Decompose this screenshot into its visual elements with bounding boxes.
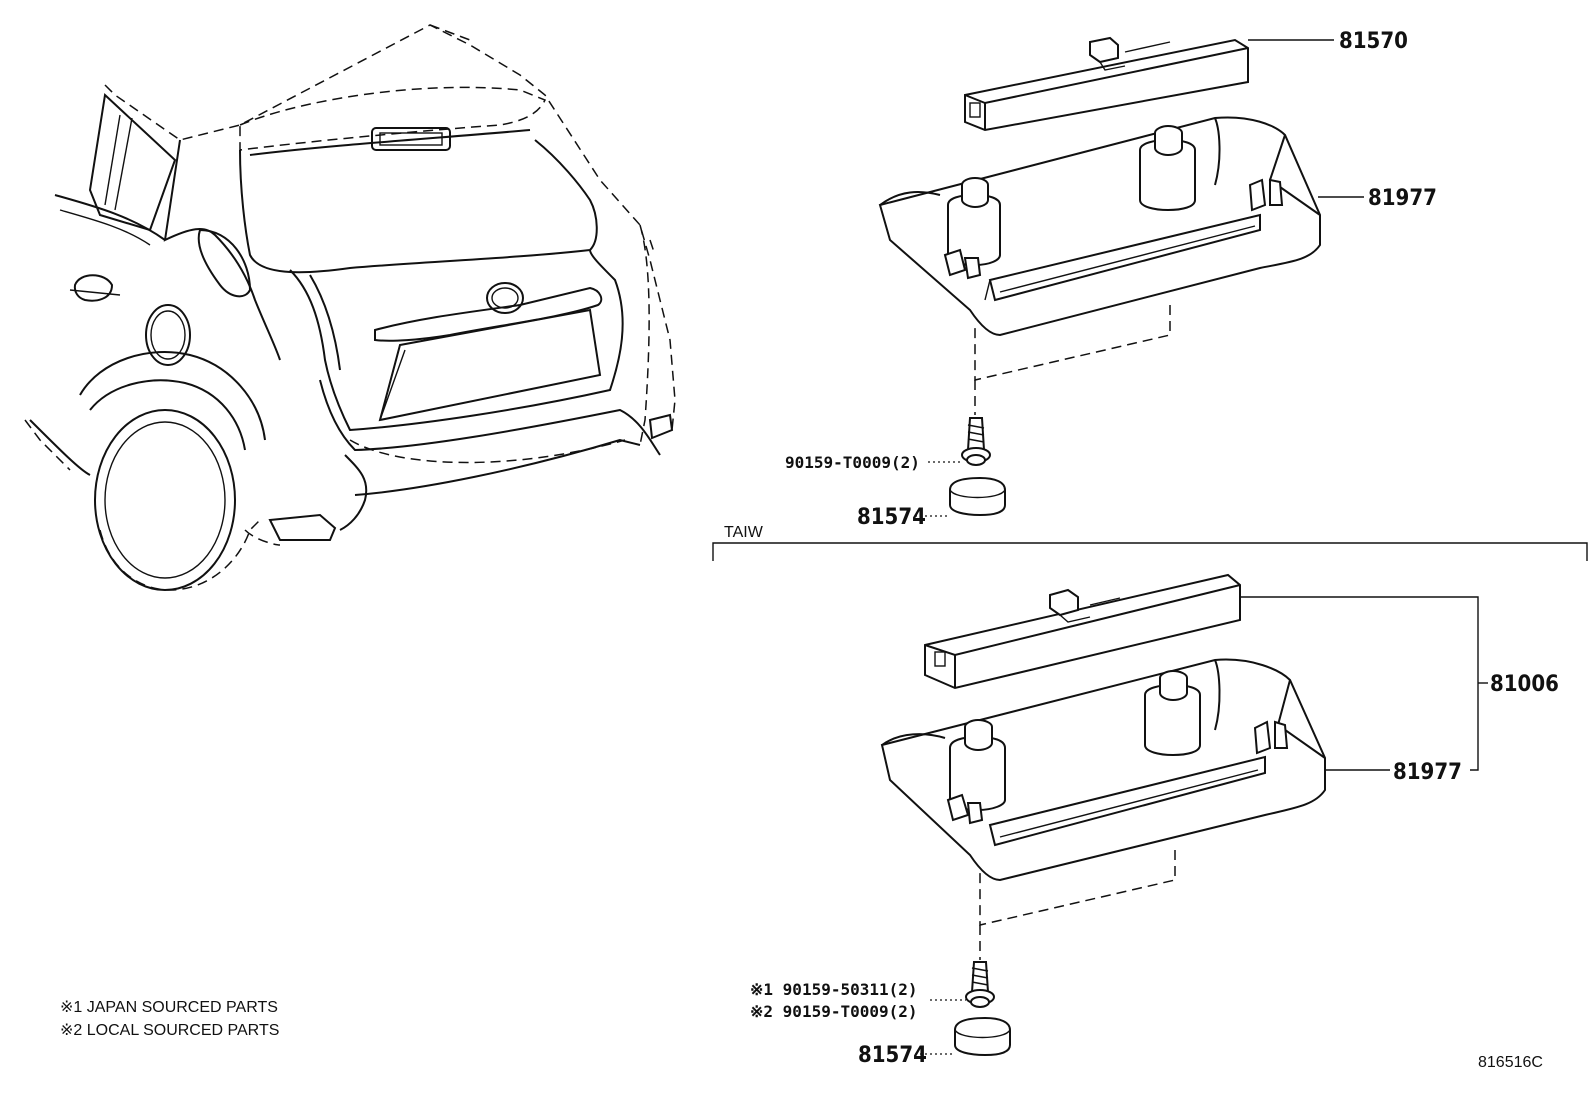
screw-90159-T0009-upper [961,417,991,466]
label-81570: 81570 [1339,29,1408,54]
stop-lamp-81570 [964,36,1249,132]
cap-81574-upper [949,476,1006,517]
stop-lamp-81006-lamp [924,573,1241,690]
label-screw-lower-2: ※2 90159-T0009(2) [750,1002,918,1021]
vehicle-rear-illustration [24,24,676,591]
diagram-code: 816516C [1478,1054,1543,1071]
lamp-cover-81977-upper [878,116,1321,337]
lamp-cover-81977-lower [880,658,1326,882]
cap-81574-lower [954,1016,1011,1057]
leader-lines [915,39,1390,1055]
label-81574-lower-text: 81574 [858,1043,927,1068]
label-screw-upper: 90159-T0009(2) [785,453,920,472]
label-81574-upper: 81574 [857,505,926,530]
stop-lamp-assembly-lower [880,573,1488,1057]
screw-90159-lower [965,961,995,1008]
note-japan-sourced: ※1 JAPAN SOURCED PARTS [60,999,278,1016]
label-screw-lower-1: ※1 90159-50311(2) [750,980,918,999]
taiw-bracket [712,542,1588,561]
label-81006: 81006 [1490,672,1559,697]
label-section-taiw: TAIW [724,524,764,541]
stop-lamp-assembly-upper [878,36,1321,517]
note-local-sourced: ※2 LOCAL SOURCED PARTS [60,1022,279,1039]
label-81977-lower: 81977 [1393,760,1462,785]
label-81977-upper: 81977 [1368,186,1437,211]
